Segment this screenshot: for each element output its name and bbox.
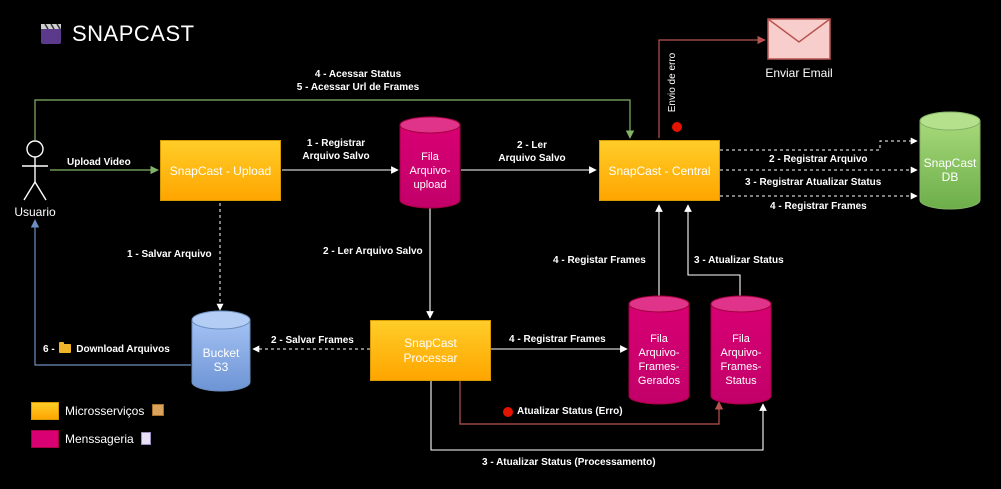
clapper-board-icon — [41, 23, 61, 44]
edge-status-to-central — [684, 204, 741, 296]
envelope-icon — [767, 18, 831, 60]
queue-fila-frames-gerados — [628, 295, 690, 405]
queue-fila-arquivo-upload — [399, 116, 461, 209]
edge-processar-status-erro — [459, 381, 724, 425]
edge-central-db-1 — [720, 137, 918, 151]
edge-central-to-email — [658, 35, 766, 138]
database-snapcast-db — [919, 111, 981, 210]
queue-fila-frames-status — [710, 295, 772, 405]
edge-bucket-to-user — [30, 219, 191, 366]
bucket-s3 — [191, 310, 251, 392]
edge-acessar-status — [34, 99, 635, 140]
stick-figure-icon — [22, 140, 48, 201]
edge-processar-status-proc — [430, 381, 767, 451]
